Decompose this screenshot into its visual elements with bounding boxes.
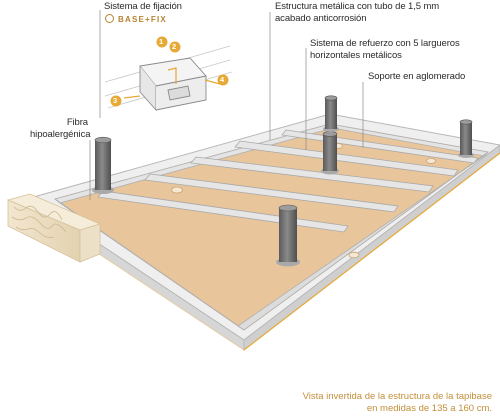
fiber-label-line1: Fibra [66,117,88,128]
leg-back-right [458,119,474,158]
fixing-system-brand: BASE+FIX [118,15,167,24]
fixing-step-markers [110,36,229,107]
fixing-system-detail [104,45,233,112]
fixing-step-3: 3 [113,96,118,105]
metal-frame-label-line2: acabado anticorrosión [275,12,367,24]
reinforcement-label-line2: horizontales metálicos [310,49,402,61]
reinforcement-label-line1: Sistema de refuerzo con 5 largueros [310,38,460,49]
figure-caption-line2: en medidas de 135 a 160 cm. [366,402,492,414]
metal-frame-label-line1: Estructura metálica con tubo de 1,5 mm [275,1,440,12]
fiber-label-line2: hipoalergénica [30,128,91,140]
fixing-step-1: 1 [159,37,164,46]
fixing-step-2: 2 [172,42,177,51]
leg-center [321,131,339,175]
metal-frame-label: Estructura metálica con tubo de 1,5 mm a… [275,1,439,24]
chipboard-label: Soporte en aglomerado [368,71,466,82]
leg-back-middle [323,95,339,132]
leg-front-left [92,136,114,194]
figure-caption: Vista invertida de la estructura de la t… [303,391,492,414]
reinforcement-label: Sistema de refuerzo con 5 largueros hori… [310,38,460,61]
fiber-label: Fibra hipoalergénica [30,117,91,140]
leg-front-middle [276,204,300,267]
fixing-step-4: 4 [220,75,225,84]
leader-lines [89,10,364,200]
fixing-system-label: Sistema de fijación [104,1,182,12]
figure-caption-line1: Vista invertida de la estructura de la t… [302,391,492,402]
hypoallergenic-fiber-pad [6,193,102,263]
vent-holes [171,143,436,259]
brand-logo-mark [105,14,114,23]
